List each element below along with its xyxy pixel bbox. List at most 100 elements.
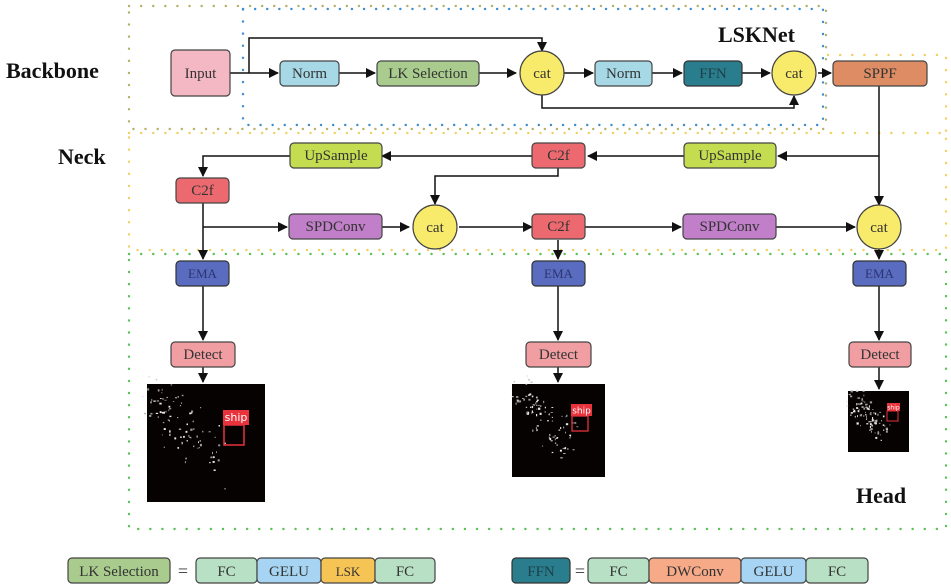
speckle-dot — [872, 409, 874, 410]
speckle-dot — [193, 445, 195, 448]
speckle-dot — [863, 394, 865, 397]
neck-label: Neck — [58, 144, 106, 169]
speckle-dot — [538, 404, 540, 406]
ema-block-3: EMA — [852, 260, 907, 287]
legend-lk-part-fc-1: FC — [195, 557, 258, 584]
speckle-dot — [535, 402, 537, 405]
svg-text:GELU: GELU — [754, 564, 794, 580]
speckle-dot — [525, 406, 528, 408]
detect-label-3: Detect — [860, 347, 900, 363]
speckle-dot — [216, 451, 217, 453]
speckle-dot — [186, 423, 188, 426]
speckle-dot — [880, 434, 881, 436]
edge-input-cat1-skip — [248, 37, 547, 73]
speckle-dot — [855, 389, 859, 392]
speckle-dot — [861, 398, 863, 400]
speckle-dot — [549, 437, 552, 441]
speckle-dot — [866, 423, 869, 425]
speckle-dot — [550, 412, 553, 413]
sppf-block: SPPF — [832, 60, 928, 87]
speckle-dot — [877, 432, 880, 435]
speckle-dot — [167, 409, 170, 411]
speckle-dot — [554, 438, 556, 441]
speckle-dot — [875, 420, 877, 422]
speckle-dot — [178, 428, 182, 430]
speckle-dot — [541, 445, 544, 447]
speckle-dot — [163, 446, 165, 448]
speckle-dot — [516, 396, 519, 398]
speckle-dot — [531, 406, 534, 409]
speckle-dot — [865, 414, 867, 416]
speckle-dot — [871, 424, 873, 427]
speckle-dot — [863, 415, 865, 417]
speckle-dot — [161, 388, 163, 391]
speckle-dot — [871, 419, 874, 422]
speckle-dot — [212, 451, 213, 455]
speckle-dot — [185, 457, 187, 460]
speckle-dot — [850, 390, 853, 393]
speckle-dot — [874, 422, 877, 425]
speckle-dot — [576, 426, 579, 428]
svg-text:LK Selection: LK Selection — [79, 564, 159, 580]
speckle-dot — [882, 424, 885, 426]
speckle-dot — [857, 415, 858, 418]
speckle-dot — [864, 401, 866, 403]
speckle-dot — [539, 412, 542, 415]
ship-label-bg-3 — [887, 403, 900, 411]
speckle-dot — [543, 400, 545, 404]
cat-node-1: cat — [519, 50, 565, 96]
cat-node-left: cat — [412, 204, 458, 250]
cat-node-right: cat — [856, 204, 902, 250]
speckle-dot — [871, 430, 872, 433]
speckle-dot — [532, 429, 534, 432]
sar-speckle-3 — [846, 389, 891, 441]
speckle-dot — [537, 407, 541, 410]
speckle-dot — [544, 406, 546, 409]
legend-ffn-name: FFN — [511, 557, 571, 584]
legend-lk-equals: = — [178, 561, 188, 581]
speckle-dot — [150, 401, 152, 404]
speckle-dot — [224, 488, 226, 490]
speckle-dot — [554, 442, 557, 444]
speckle-dot — [544, 411, 546, 413]
speckle-dot — [865, 411, 866, 414]
speckle-dot — [885, 427, 888, 430]
speckle-dot — [528, 378, 530, 381]
speckle-dot — [552, 436, 555, 438]
legend-ffn-part-fc-2: FC — [805, 557, 869, 584]
c2f-label-left: C2f — [191, 183, 214, 199]
speckle-dot — [535, 427, 537, 429]
speckle-dot — [155, 412, 159, 414]
legend-lk-selection-name: LK Selection — [67, 557, 171, 584]
norm-label-1: Norm — [292, 66, 327, 82]
speckle-dot — [214, 436, 216, 438]
speckle-dot — [846, 400, 848, 403]
speckle-dot — [197, 447, 199, 449]
ema-label-3: EMA — [865, 266, 895, 281]
head-region — [127, 252, 948, 531]
speckle-dot — [526, 411, 528, 414]
speckle-dot — [175, 397, 177, 399]
ema-block-1: EMA — [175, 260, 230, 287]
speckle-dot — [856, 403, 858, 406]
speckle-dot — [526, 375, 528, 378]
speckle-dot — [525, 395, 528, 398]
speckle-dot — [565, 416, 567, 418]
speckle-dot — [865, 406, 868, 408]
speckle-dot — [866, 415, 867, 418]
ffn-block: FFN — [683, 60, 743, 87]
speckle-dot — [159, 398, 162, 399]
speckle-dot — [861, 399, 863, 402]
ship-label-1: ship — [225, 411, 248, 424]
speckle-dot — [144, 382, 146, 384]
speckle-dot — [563, 426, 565, 429]
speckle-dot — [200, 407, 202, 409]
speckle-dot — [218, 425, 220, 427]
speckle-dot — [529, 393, 532, 396]
speckle-dot — [550, 440, 553, 442]
speckle-dot — [880, 439, 882, 441]
speckle-dot — [858, 409, 860, 411]
svg-text:DWConv: DWConv — [666, 564, 724, 580]
norm-label-2: Norm — [606, 66, 641, 82]
speckle-dot — [189, 436, 191, 438]
